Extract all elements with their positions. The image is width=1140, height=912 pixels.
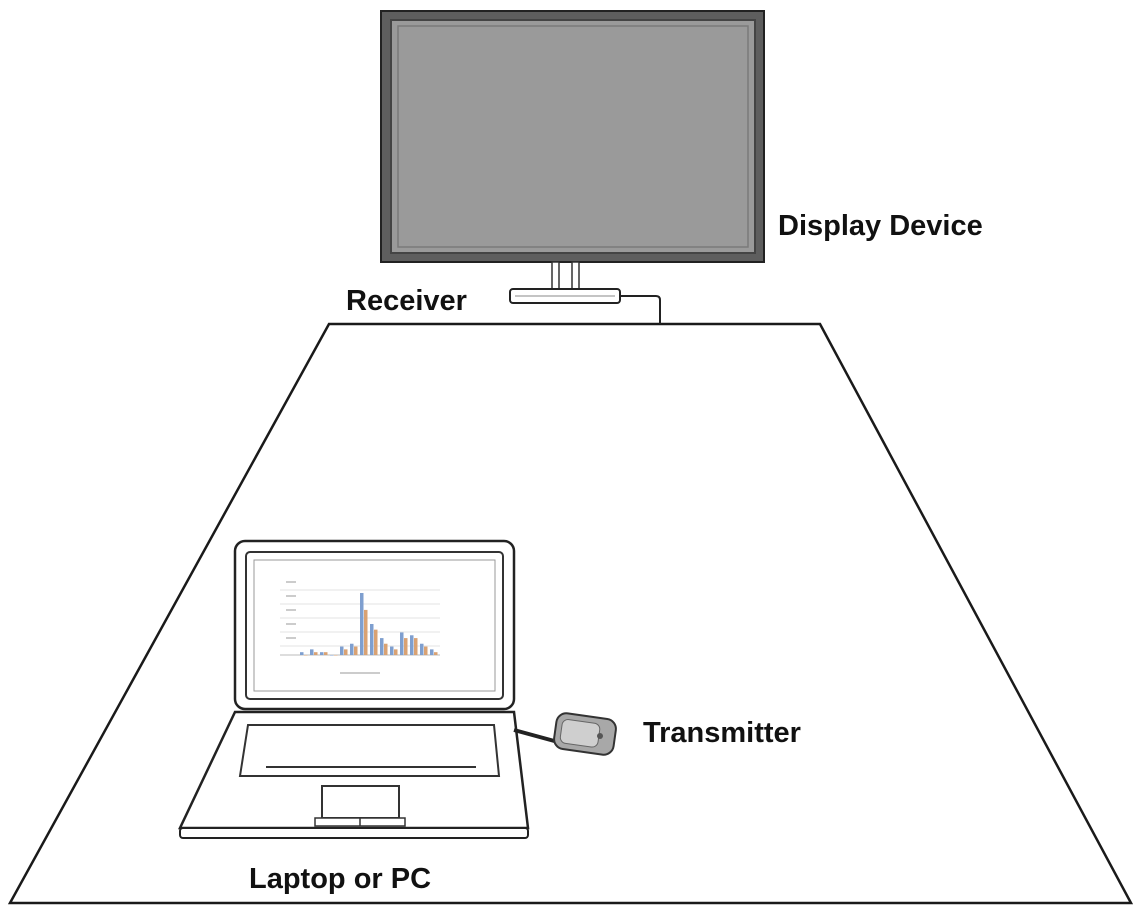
laptop-chart-bar: [380, 638, 384, 655]
laptop-chart-bar: [314, 652, 318, 655]
laptop-keyboard: [238, 724, 501, 777]
transmitter-device: [513, 712, 617, 756]
transmitter-button: [597, 733, 603, 739]
laptop-chart-bar: [360, 593, 364, 655]
laptop-label: Laptop or PC: [249, 863, 432, 895]
laptop-chart-bar: [410, 635, 414, 655]
laptop-chart-bar: [364, 609, 368, 655]
laptop-chart-bar: [344, 649, 348, 655]
laptop-touchpad: [321, 785, 400, 819]
laptop-chart-bar: [350, 643, 354, 655]
laptop-chart-bar: [424, 646, 428, 655]
receiver-device: [509, 288, 661, 324]
receiver-cable: [620, 295, 661, 324]
laptop-chart-bar: [340, 646, 344, 655]
display-screen: [390, 19, 756, 254]
laptop-chart-bar: [404, 638, 408, 655]
laptop-chart-bar: [414, 638, 418, 655]
transmitter-cable: [513, 728, 559, 744]
laptop-chart-bar: [334, 655, 338, 656]
display-device: [380, 10, 765, 291]
display-stand-right: [571, 261, 580, 291]
laptop-chart-bar: [354, 646, 358, 655]
display-inner-edge: [397, 25, 749, 248]
display-stand-left: [551, 261, 560, 291]
room-floor: [7, 322, 1134, 905]
laptop-chart-bar: [304, 655, 308, 656]
laptop-chart-bar: [394, 649, 398, 655]
laptop-screen: [253, 559, 496, 692]
laptop-chart-bar: [374, 629, 378, 655]
laptop-chart-bar: [430, 649, 434, 655]
laptop-chart-bar: [310, 649, 314, 655]
laptop-chart-bar: [370, 624, 374, 655]
laptop-chart-bar: [420, 643, 424, 655]
laptop-chart-bar: [320, 652, 324, 655]
laptop-chart-bar: [400, 632, 404, 655]
laptop: [178, 539, 530, 839]
laptop-chart-bar: [300, 652, 304, 655]
display-device-label: Display Device: [778, 210, 983, 242]
transmitter-face: [559, 719, 601, 748]
laptop-chart-bar: [324, 652, 328, 655]
laptop-chart-bar: [384, 643, 388, 655]
transmitter-label: Transmitter: [643, 717, 801, 749]
laptop-chart-bar: [434, 652, 438, 655]
laptop-base-front: [179, 827, 529, 839]
laptop-chart-bar: [330, 655, 334, 656]
receiver-label: Receiver: [346, 285, 467, 317]
laptop-chart-bar: [390, 646, 394, 655]
laptop-screen-chart: [280, 581, 440, 674]
